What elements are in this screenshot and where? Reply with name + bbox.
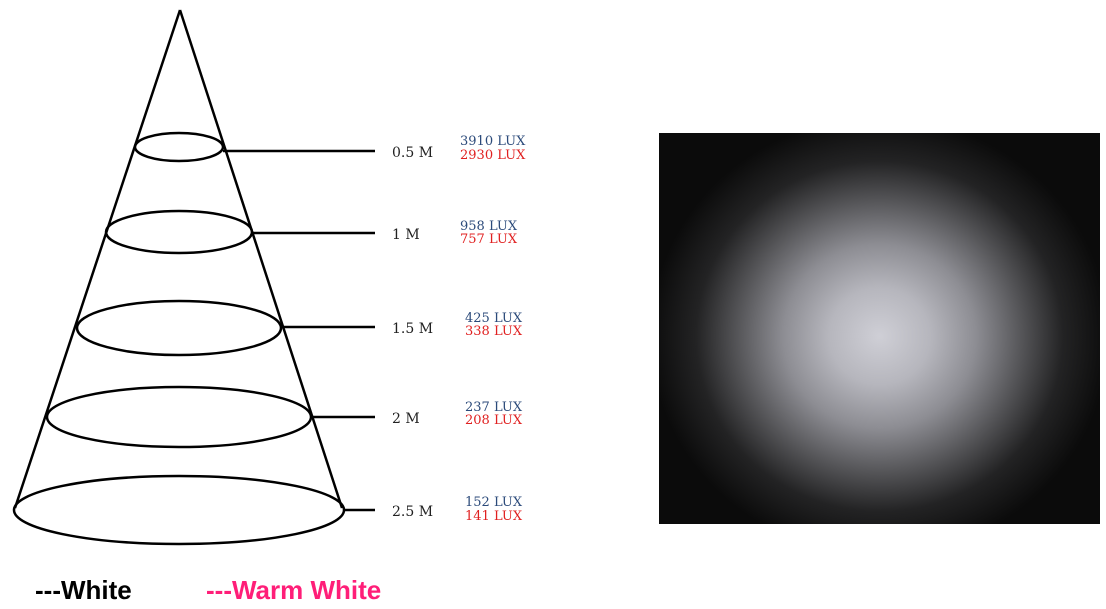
distance-label-0-5m: 0.5 M [392,145,433,161]
legend-white: ---White [35,575,132,605]
white-lux-2m: 237 LUX [465,400,523,415]
beam-ring-2m [45,385,313,449]
warm-lux-1m: 757 LUX [460,232,518,247]
cone-right-edge [178,9,344,509]
cone-left-edge [13,9,182,509]
beam-ring-2-5m [12,474,346,546]
beam-ring-1m [104,209,254,255]
warm-lux-1-5m: 338 LUX [465,324,523,339]
distance-label-1-5m: 1.5 M [392,321,433,337]
beam-ring-0-5m [133,131,225,163]
white-lux-0-5m: 3910 LUX [460,134,526,149]
warm-lux-2m: 208 LUX [465,413,523,428]
beam-spot-photo [659,133,1100,524]
legend-warm-white: ---Warm White [206,575,382,605]
distance-label-2m: 2 M [392,411,420,427]
distance-label-1m: 1 M [392,227,420,243]
distance-label-2-5m: 2.5 M [392,504,433,520]
beam-ring-1-5m [75,299,283,357]
warm-lux-2-5m: 141 LUX [465,509,523,524]
warm-lux-0-5m: 2930 LUX [460,148,526,163]
white-lux-1m: 958 LUX [460,219,518,234]
white-lux-2-5m: 152 LUX [465,495,523,510]
white-lux-1-5m: 425 LUX [465,311,523,326]
